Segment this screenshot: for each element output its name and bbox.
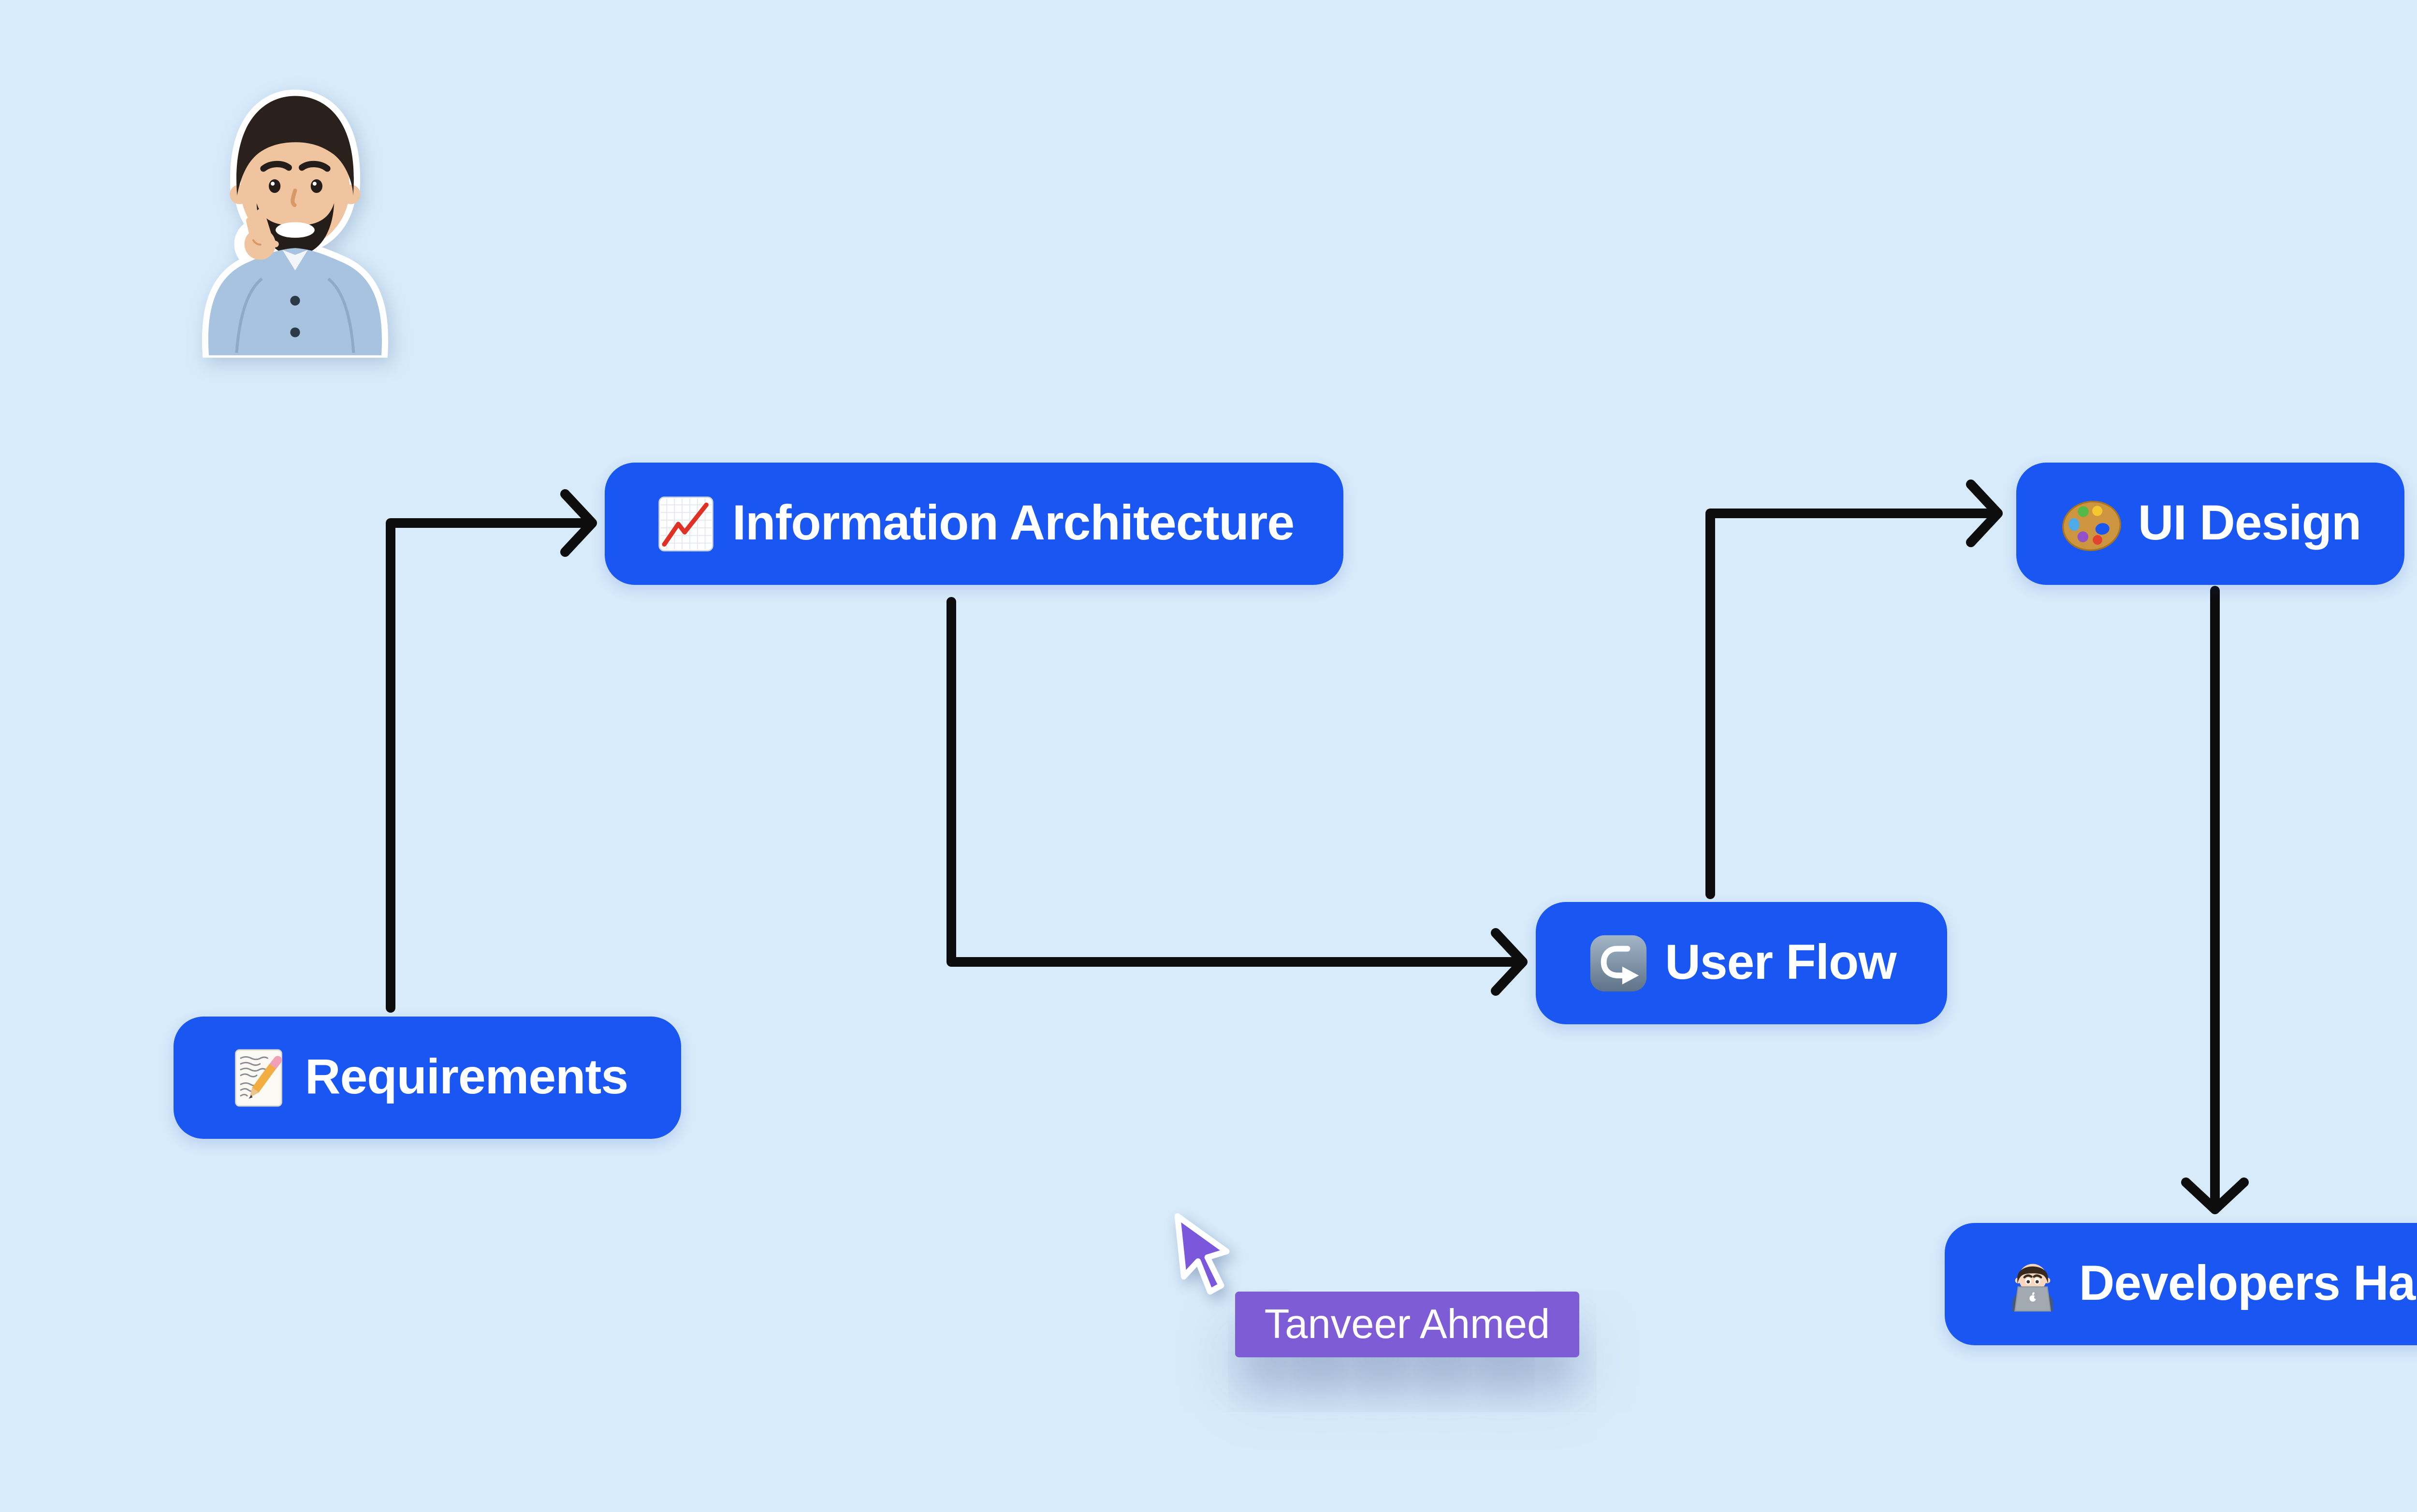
chart-increasing-icon [654,492,718,556]
collaborator-cursor [1174,1213,1230,1295]
node-information-architecture[interactable]: Information Architecture [605,463,1343,585]
node-user-flow[interactable]: User Flow [1536,902,1947,1024]
connector-requirements-to-information-architecture[interactable] [386,489,597,1013]
node-label: UI Design [2138,494,2361,550]
node-label: Developers Handoff [2079,1255,2417,1310]
node-ui-design[interactable]: UI Design [2016,463,2404,585]
memo-icon [227,1046,291,1110]
node-developers-handoff[interactable]: Developers Handoff [1945,1223,2417,1345]
memoji-art [208,96,382,355]
node-label: User Flow [1665,934,1896,989]
man-technologist-icon [2001,1252,2065,1316]
arrow-curving-right-icon [1587,931,1650,995]
node-label: Requirements [305,1048,628,1104]
collaborator-name-tag: Tanveer Ahmed [1235,1292,1579,1357]
connector-user-flow-to-ui-design[interactable] [1705,480,2003,899]
palette-icon [2060,492,2124,556]
memoji-avatar-sticker[interactable] [162,68,428,358]
node-label: Information Architecture [732,494,1295,550]
connector-ui-design-to-developers-handoff[interactable] [2181,586,2249,1214]
connector-information-architecture-to-user-flow[interactable] [946,597,1528,996]
node-requirements[interactable]: Requirements [174,1017,681,1139]
collaborator-name: Tanveer Ahmed [1264,1301,1550,1347]
